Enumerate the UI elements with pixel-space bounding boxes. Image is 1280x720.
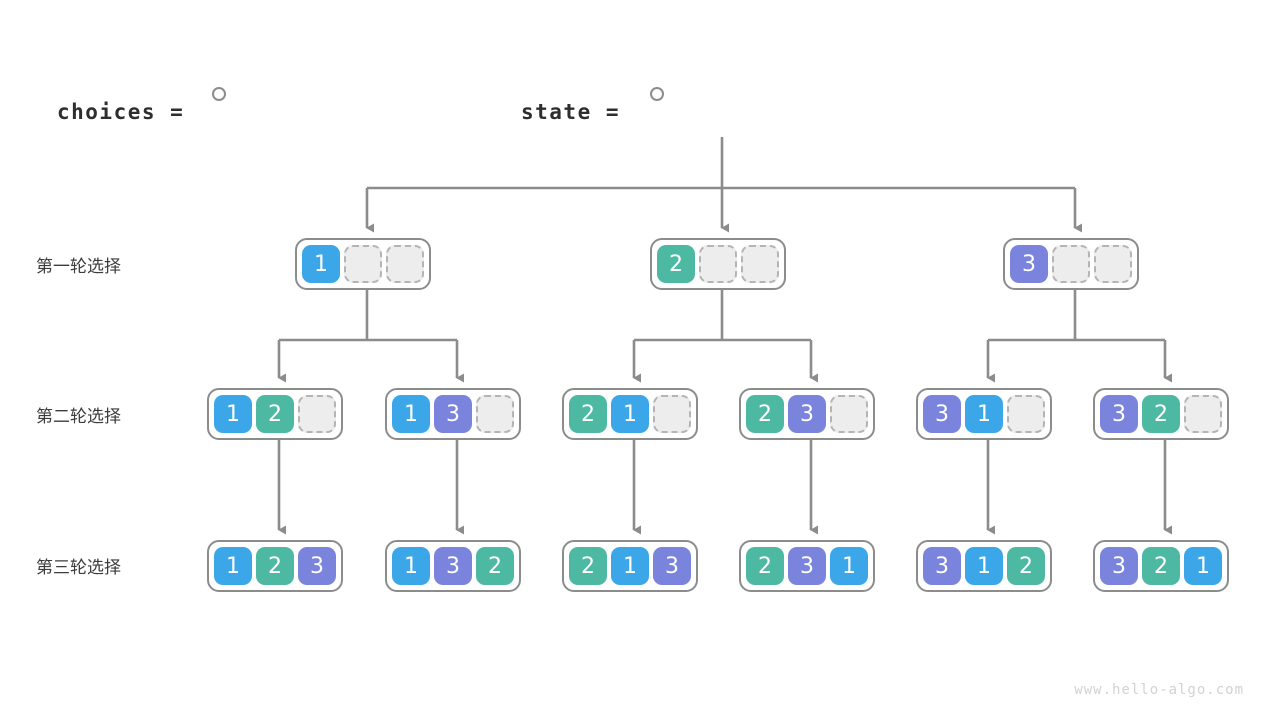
array-cell-value: 3 — [923, 395, 961, 433]
array-cell-empty — [1052, 245, 1090, 283]
array-cell-empty — [344, 245, 382, 283]
array-cell-value: 2 — [657, 245, 695, 283]
array-cell-value: 1 — [302, 245, 340, 283]
array-cell-value: 3 — [923, 547, 961, 585]
array-cell-empty — [1184, 395, 1222, 433]
array-cell-value: 3 — [1100, 395, 1138, 433]
array-cell-empty — [386, 245, 424, 283]
array-cell-value: 1 — [214, 395, 252, 433]
array-cell-empty — [1007, 395, 1045, 433]
array-cell-value: 3 — [434, 547, 472, 585]
array-cell-value: 3 — [788, 395, 826, 433]
array-cell-empty — [298, 395, 336, 433]
array-cell-value: 2 — [256, 547, 294, 585]
array-cell-value: 3 — [434, 395, 472, 433]
watermark: www.hello-algo.com — [1074, 682, 1244, 698]
array-cell-value: 2 — [569, 547, 607, 585]
array-cell-value: 3 — [1010, 245, 1048, 283]
array-cell-value: 1 — [611, 547, 649, 585]
row-label-round-2: 第二轮选择 — [36, 407, 121, 427]
state-array — [650, 87, 664, 101]
array-cell-value: 2 — [746, 395, 784, 433]
node-round1-3: 3 — [1003, 238, 1139, 290]
node-round1-2: 2 — [650, 238, 786, 290]
array-cell-value: 2 — [1142, 395, 1180, 433]
array-cell-value: 2 — [256, 395, 294, 433]
array-cell-value: 3 — [298, 547, 336, 585]
array-cell-value: 3 — [1100, 547, 1138, 585]
array-cell-value: 2 — [1007, 547, 1045, 585]
array-cell-value: 3 — [653, 547, 691, 585]
array-cell-empty — [476, 395, 514, 433]
choices-label: choices = — [57, 100, 185, 124]
array-cell-value: 1 — [965, 395, 1003, 433]
choices-array — [212, 87, 226, 101]
array-cell-value: 2 — [476, 547, 514, 585]
array-cell-empty — [830, 395, 868, 433]
array-cell-value: 2 — [569, 395, 607, 433]
array-cell-value: 1 — [965, 547, 1003, 585]
row-label-round-3: 第三轮选择 — [36, 558, 121, 578]
array-cell-value: 1 — [611, 395, 649, 433]
array-cell-empty — [699, 245, 737, 283]
array-cell-empty — [741, 245, 779, 283]
array-cell-value: 1 — [1184, 547, 1222, 585]
state-label: state = — [521, 100, 621, 124]
array-cell-value: 1 — [392, 395, 430, 433]
array-cell-value: 1 — [392, 547, 430, 585]
node-round1-1: 1 — [295, 238, 431, 290]
row-label-round-1: 第一轮选择 — [36, 257, 121, 277]
array-cell-value: 2 — [1142, 547, 1180, 585]
array-cell-value: 1 — [830, 547, 868, 585]
array-cell-value: 2 — [746, 547, 784, 585]
array-cell-value: 3 — [788, 547, 826, 585]
array-cell-empty — [653, 395, 691, 433]
array-cell-value: 1 — [214, 547, 252, 585]
array-cell-empty — [1094, 245, 1132, 283]
